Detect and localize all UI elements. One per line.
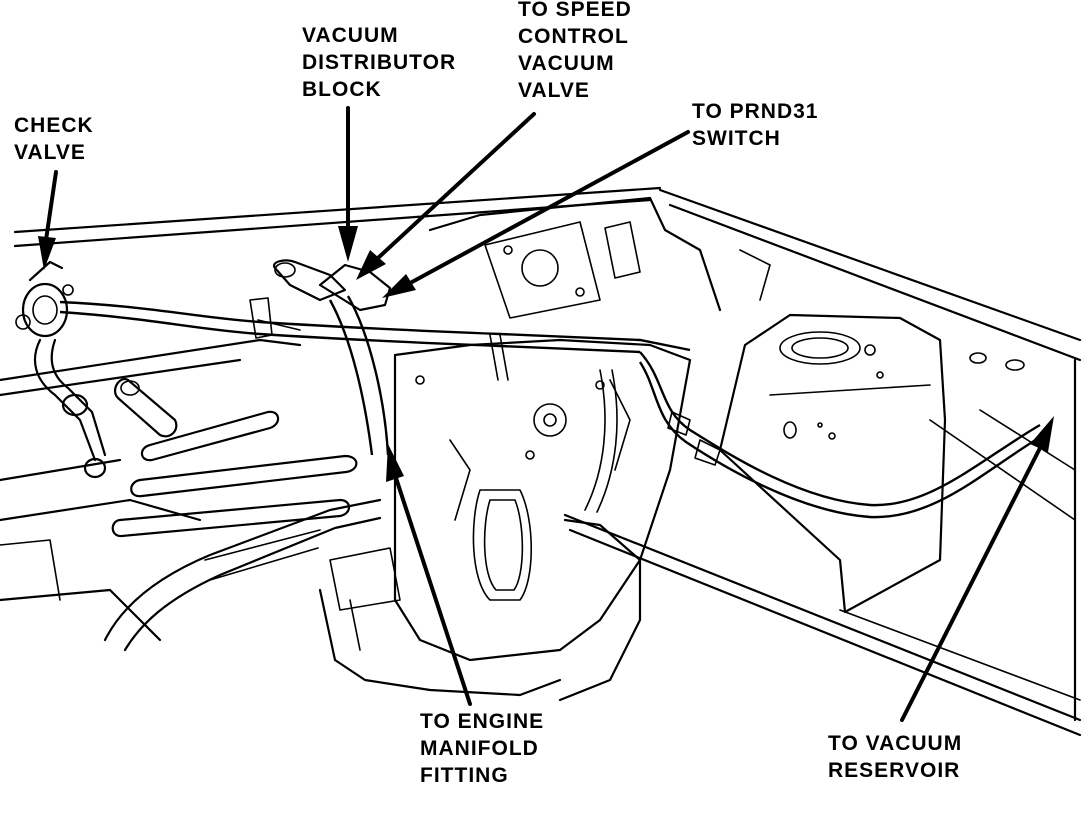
prnd31-switch-label: TO PRND31 SWITCH: [692, 98, 818, 152]
vacuum-reservoir-arrow: [900, 416, 1054, 722]
check-valve-label-line: CHECK: [14, 114, 94, 137]
vacuum-distributor-block-label-line: BLOCK: [302, 78, 382, 101]
engine-manifold-arrow: [386, 444, 472, 706]
prnd31-switch-label-line: SWITCH: [692, 127, 781, 150]
vacuum-reservoir-label-line: RESERVOIR: [828, 759, 961, 782]
speed-control-valve-label-line: CONTROL: [518, 25, 629, 48]
vacuum-reservoir-label: TO VACUUM RESERVOIR: [828, 730, 962, 784]
vacuum-distributor-block-label-line: DISTRIBUTOR: [302, 51, 457, 74]
vacuum-distributor-block-arrow: [338, 106, 358, 262]
check-valve-arrow: [38, 170, 58, 270]
vacuum-reservoir-label-line: TO VACUUM: [828, 732, 963, 755]
engine-manifold-label-line: TO ENGINE: [420, 710, 545, 733]
speed-control-valve-label-line: TO SPEED: [518, 0, 632, 21]
engine-manifold-label: TO ENGINE MANIFOLD FITTING: [420, 708, 544, 789]
speed-control-valve-arrow: [356, 112, 536, 280]
speed-control-valve-label-line: VALVE: [518, 79, 590, 102]
engine-manifold-label-line: MANIFOLD: [420, 737, 539, 760]
check-valve-label: CHECK VALVE: [14, 112, 94, 166]
speed-control-valve-label-line: VACUUM: [518, 52, 615, 75]
prnd31-switch-label-line: TO PRND31: [692, 100, 819, 123]
prnd31-switch-arrow: [382, 130, 690, 298]
leader-arrows: [38, 106, 1054, 722]
vehicle-body-drawing: [0, 186, 1082, 737]
speed-control-valve-label: TO SPEED CONTROL VACUUM VALVE: [518, 0, 632, 104]
vacuum-distributor-block-label: VACUUM DISTRIBUTOR BLOCK: [302, 22, 456, 103]
vacuum-distributor-block-label-line: VACUUM: [302, 24, 399, 47]
check-valve-label-line: VALVE: [14, 141, 86, 164]
engine-manifold-label-line: FITTING: [420, 764, 509, 787]
